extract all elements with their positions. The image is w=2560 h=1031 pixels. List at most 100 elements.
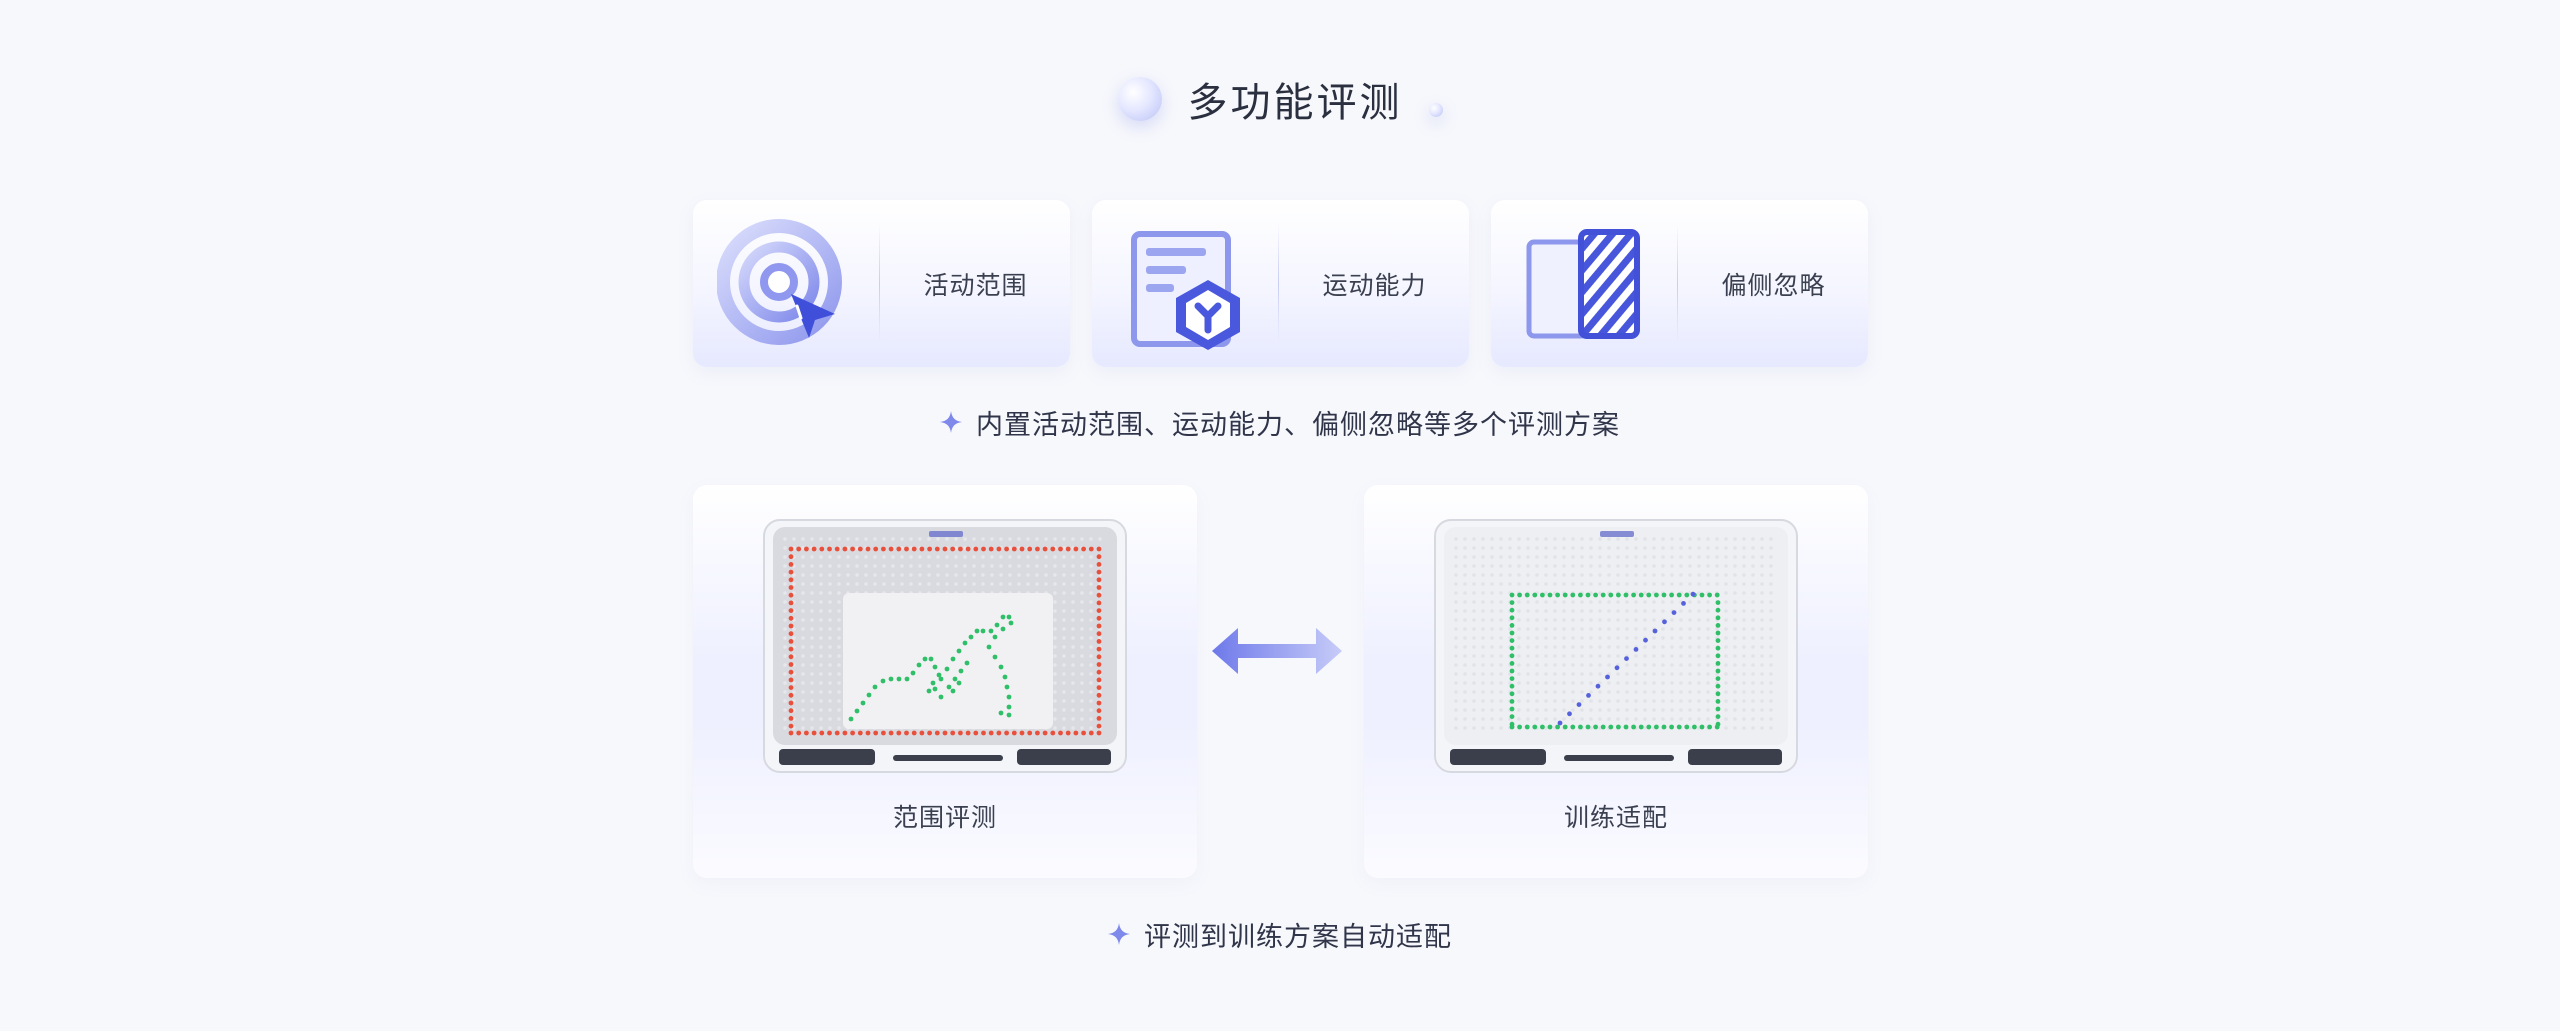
grid-dot	[1089, 699, 1093, 703]
area-dot	[1714, 592, 1720, 598]
grid-dot	[1643, 573, 1647, 577]
grid-dot	[1535, 555, 1539, 559]
boundary-dot	[788, 639, 794, 644]
grid-dot	[783, 636, 787, 640]
trace-dot	[1000, 614, 1006, 620]
grid-dot	[1499, 663, 1503, 667]
grid-dot	[1589, 636, 1593, 640]
grid-dot	[1472, 609, 1476, 613]
grid-dot	[1535, 645, 1539, 649]
area-dot	[1646, 592, 1652, 598]
grid-dot	[1760, 600, 1764, 604]
grid-dot	[1053, 726, 1057, 730]
grid-dot	[1517, 636, 1521, 640]
grid-dot	[1490, 555, 1494, 559]
grid-dot	[837, 663, 841, 667]
grid-dot	[810, 717, 814, 721]
area-dot	[1715, 600, 1721, 605]
grid-dot	[783, 645, 787, 649]
area-dot	[1715, 691, 1721, 697]
grid-dot	[1053, 636, 1057, 640]
grid-dot	[1535, 672, 1539, 676]
grid-dot	[1580, 627, 1584, 631]
grid-dot	[1535, 600, 1539, 604]
grid-dot	[1589, 537, 1593, 541]
grid-dot	[1580, 573, 1584, 577]
grid-dot	[1553, 537, 1557, 541]
grid-dot	[1733, 681, 1737, 685]
grid-dot	[1661, 573, 1665, 577]
boundary-dot	[788, 600, 794, 606]
grid-dot	[1733, 717, 1737, 721]
grid-dot	[927, 573, 931, 577]
grid-dot	[1080, 564, 1084, 568]
grid-dot	[1724, 564, 1728, 568]
grid-dot	[801, 564, 805, 568]
grid-dot	[1580, 681, 1584, 685]
grid-dot	[810, 618, 814, 622]
grid-dot	[1733, 726, 1737, 730]
grid-dot	[1607, 717, 1611, 721]
grid-dot	[1490, 600, 1494, 604]
grid-dot	[1026, 564, 1030, 568]
trace-dot	[964, 660, 970, 666]
grid-dot	[1098, 690, 1102, 694]
grid-dot	[954, 564, 958, 568]
grid-dot	[1454, 537, 1458, 541]
grid-dot	[918, 582, 922, 586]
grid-dot	[1589, 672, 1593, 676]
area-dot	[1555, 724, 1560, 730]
grid-dot	[1562, 699, 1566, 703]
grid-dot	[1044, 537, 1048, 541]
grid-dot	[1598, 537, 1602, 541]
grid-dot	[1544, 708, 1548, 712]
grid-dot	[1062, 618, 1066, 622]
grid-dot	[873, 573, 877, 577]
grid-dot	[1053, 672, 1057, 676]
boundary-dot	[819, 730, 825, 736]
grid-dot	[1562, 636, 1566, 640]
target-cursor-icon	[717, 219, 842, 345]
grid-dot	[1634, 555, 1638, 559]
device-panel-left	[1450, 749, 1546, 765]
grid-dot	[1688, 537, 1692, 541]
grid-dot	[1490, 618, 1494, 622]
area-dot	[1715, 714, 1721, 719]
grid-dot	[819, 636, 823, 640]
grid-dot	[801, 618, 805, 622]
grid-dot	[1454, 564, 1458, 568]
grid-dot	[1670, 699, 1674, 703]
grid-dot	[1517, 537, 1521, 541]
grid-dot	[1661, 609, 1665, 613]
trace-dot	[944, 666, 950, 672]
grid-dot	[1616, 681, 1620, 685]
grid-dot	[1652, 537, 1656, 541]
grid-dot	[1080, 618, 1084, 622]
grid-dot	[882, 555, 886, 559]
sphere-decoration-icon	[1117, 77, 1162, 121]
grid-dot	[1607, 681, 1611, 685]
grid-dot	[1679, 645, 1683, 649]
area-dot	[1661, 592, 1667, 598]
grid-dot	[1517, 690, 1521, 694]
grid-dot	[1571, 690, 1575, 694]
grid-dot	[1080, 672, 1084, 676]
grid-dot	[1661, 654, 1665, 658]
grid-dot	[1760, 690, 1764, 694]
grid-dot	[1517, 546, 1521, 550]
grid-dot	[1769, 699, 1773, 703]
grid-dot	[792, 591, 796, 595]
grid-dot	[819, 708, 823, 712]
grid-dot	[801, 591, 805, 595]
grid-dot	[1724, 672, 1728, 676]
grid-dot	[1044, 582, 1048, 586]
grid-dot	[801, 699, 805, 703]
grid-dot	[819, 627, 823, 631]
grid-dot	[1733, 654, 1737, 658]
boundary-dot	[1081, 730, 1086, 736]
grid-dot	[1080, 609, 1084, 613]
grid-dot	[810, 537, 814, 541]
grid-dot	[1625, 681, 1629, 685]
grid-dot	[882, 537, 886, 541]
grid-dot	[801, 654, 805, 658]
